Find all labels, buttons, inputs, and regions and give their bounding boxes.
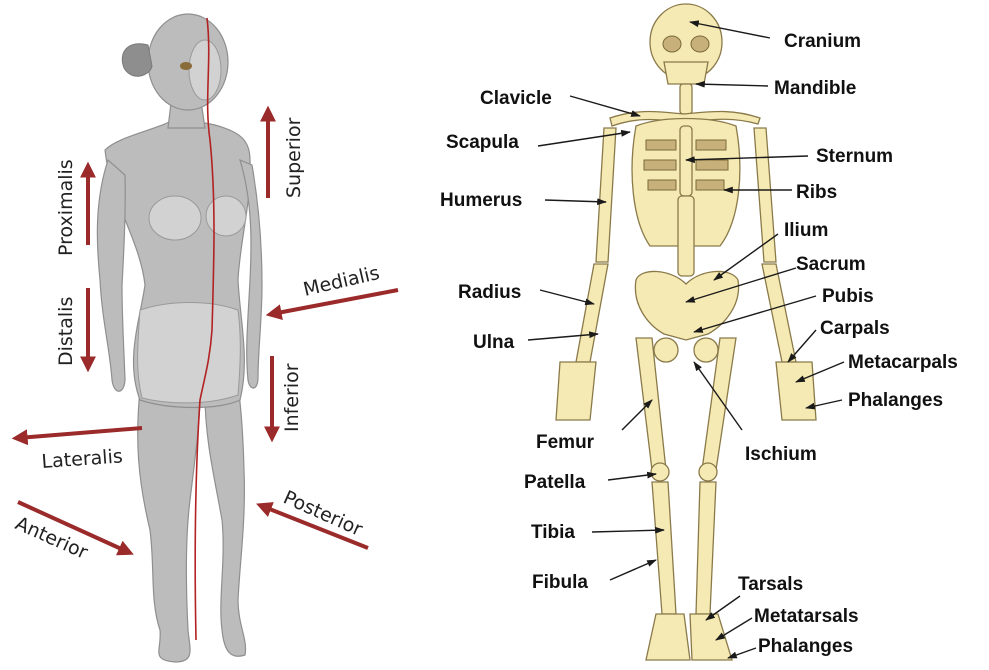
label-tarsals: Tarsals	[738, 574, 803, 595]
label-humerus: Humerus	[440, 190, 522, 211]
label-fibula: Fibula	[532, 572, 588, 593]
obturator-left	[654, 338, 678, 362]
label-proximalis: Proximalis	[55, 159, 77, 256]
foot-left	[646, 614, 690, 660]
leader-radius	[540, 290, 594, 304]
patella-right	[699, 463, 717, 481]
label-superior: Superior	[283, 117, 305, 198]
cervical-spine	[680, 84, 692, 114]
skeleton	[556, 4, 816, 660]
leader-humerus	[545, 200, 606, 202]
chest-right	[206, 196, 246, 236]
label-ilium: Ilium	[784, 220, 828, 241]
leader-scapula	[538, 132, 630, 146]
eye-socket-right	[691, 36, 709, 52]
label-cranium: Cranium	[784, 31, 861, 52]
leader-phalanges-foot	[728, 648, 756, 658]
label-carpals: Carpals	[820, 318, 890, 339]
label-phalanges-foot: Phalanges	[758, 636, 853, 657]
leader-patella	[608, 474, 656, 480]
chest-left	[149, 196, 201, 240]
label-posterior: Posterior	[280, 486, 366, 540]
label-sternum: Sternum	[816, 146, 893, 167]
label-mandible: Mandible	[774, 78, 856, 99]
eye-socket-left	[663, 36, 681, 52]
right-leg	[205, 385, 246, 656]
forearm-right	[762, 264, 796, 362]
label-lateralis: Lateralis	[41, 445, 124, 473]
human-figure	[97, 14, 262, 662]
hand-right	[776, 362, 816, 420]
lumbar-spine	[678, 196, 694, 276]
label-distalis: Distalis	[55, 297, 77, 366]
leader-clavicle	[570, 96, 640, 116]
eye	[180, 62, 192, 70]
hand-left	[556, 362, 596, 420]
label-clavicle: Clavicle	[480, 88, 552, 109]
patella-left	[651, 463, 669, 481]
leader-mandible	[696, 84, 768, 86]
pelvis	[635, 271, 738, 340]
face	[189, 40, 221, 100]
sternum-bone	[680, 126, 692, 196]
humerus-right	[754, 128, 776, 262]
label-metatarsals: Metatarsals	[754, 606, 859, 627]
tibia-left	[652, 482, 676, 614]
label-inferior: Inferior	[281, 363, 303, 432]
label-phalanges-hand: Phalanges	[848, 390, 943, 411]
leader-fibula	[610, 560, 656, 580]
jaw	[664, 62, 708, 84]
foot-right	[690, 614, 732, 660]
label-anterior: Anterior	[12, 512, 91, 563]
label-femur: Femur	[536, 432, 595, 453]
left-leg	[138, 390, 200, 662]
label-ulna: Ulna	[473, 332, 515, 353]
label-tibia: Tibia	[531, 522, 575, 543]
label-patella: Patella	[524, 472, 586, 493]
label-radius: Radius	[458, 282, 521, 303]
label-ribs: Ribs	[796, 182, 837, 203]
obturator-right	[694, 338, 718, 362]
leader-tibia	[592, 530, 664, 532]
label-pubis: Pubis	[822, 286, 874, 307]
hair-bun	[122, 44, 152, 76]
tibia-right	[696, 482, 716, 614]
humerus-left	[596, 128, 616, 262]
label-metacarpals: Metacarpals	[848, 352, 958, 373]
torso-highlight	[138, 303, 241, 403]
label-sacrum: Sacrum	[796, 254, 866, 275]
forearm-left	[576, 264, 608, 362]
label-ischium: Ischium	[745, 444, 817, 465]
label-scapula: Scapula	[446, 132, 519, 153]
lateralis-arrow	[18, 428, 142, 438]
right-arm	[97, 160, 125, 391]
